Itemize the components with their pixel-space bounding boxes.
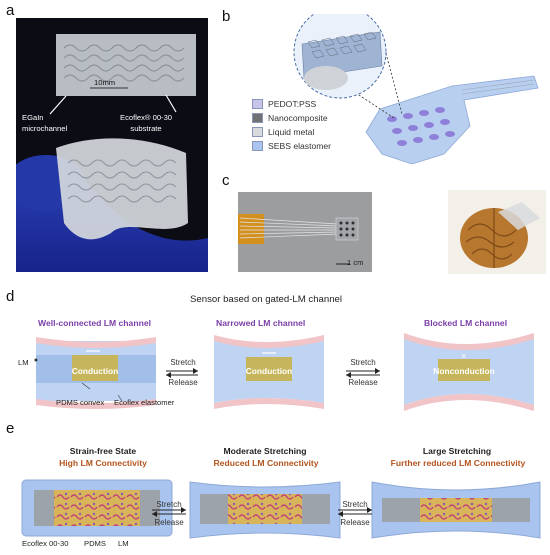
- e-arrow1-release: Release: [154, 518, 184, 527]
- panel-a-scale: 10mm: [94, 78, 116, 87]
- d-arrow1-release: Release: [168, 378, 198, 387]
- d-label-ecoflex: Ecoflex elastomer: [114, 398, 175, 407]
- panel-b-device-art: [293, 5, 539, 165]
- d-state-1-title: Well-connected LM channel: [38, 318, 152, 328]
- panel-b-illustration: [262, 5, 547, 165]
- d-label-lm: LM: [18, 358, 29, 367]
- panel-c-photo-device: [238, 192, 372, 272]
- panel-a-photo-art: [16, 34, 208, 272]
- egain-line-1: EGaIn: [22, 113, 44, 122]
- legend-item-sebs: SEBS elastomer: [252, 140, 331, 152]
- e-label-ecoflex: Ecoflex 00-30: [22, 539, 69, 548]
- legend-label-nanocomposite: Nanocomposite: [268, 113, 328, 123]
- d-arrow1-stretch: Stretch: [170, 358, 196, 367]
- panel-label-e: e: [6, 420, 15, 437]
- d-arrow2-stretch: Stretch: [350, 358, 376, 367]
- panel-label-a: a: [6, 2, 15, 19]
- legend-item-liquid-metal: Liquid metal: [252, 126, 331, 138]
- e-arrow1-stretch: Stretch: [156, 500, 182, 509]
- legend-swatch-nanocomposite: [252, 113, 263, 123]
- e-state-3-subtitle: Further reduced LM Connectivity: [390, 458, 526, 468]
- panel-a-photo: [16, 18, 208, 272]
- legend-label-pedot: PEDOT:PSS: [268, 99, 317, 109]
- panel-label-d: d: [6, 288, 15, 305]
- panel-label-c: c: [222, 172, 230, 189]
- d-state-3-title: Blocked LM channel: [424, 318, 508, 328]
- panel-b-legend: PEDOT:PSS Nanocomposite Liquid metal SEB…: [252, 98, 331, 154]
- e-state-3-title: Large Stretching: [422, 446, 492, 456]
- panel-d-title: Sensor based on gated-LM channel: [190, 294, 343, 305]
- panel-c-device-art: [238, 214, 359, 265]
- ecoflex-line-1: Ecoflex® 00-30: [120, 113, 173, 122]
- panel-c-photo-walnut: [448, 190, 546, 274]
- d-label-pdms-convex: PDMS convex: [56, 398, 105, 407]
- panel-e-art: [21, 479, 541, 539]
- egain-line-2: microchannel: [22, 124, 68, 133]
- e-label-lm: LM: [118, 539, 129, 548]
- d-arrow2-release: Release: [348, 378, 378, 387]
- legend-item-pedot: PEDOT:PSS: [252, 98, 331, 110]
- panel-d-art: ×: [34, 333, 534, 411]
- e-state-1-title: Strain-free State: [69, 446, 137, 456]
- e-state-1-subtitle: High LM Connectivity: [59, 458, 147, 468]
- panel-c-walnut-art: [460, 202, 540, 268]
- ecoflex-line-2: substrate: [130, 124, 162, 133]
- e-state-2-subtitle: Reduced LM Connectivity: [213, 458, 319, 468]
- d-state-3-label: Nonconduction: [433, 366, 495, 376]
- e-state-2-title: Moderate Stretching: [223, 446, 307, 456]
- legend-swatch-pedot: [252, 99, 263, 109]
- legend-swatch-sebs: [252, 141, 263, 151]
- egain-label: EGaIn microchannel: [22, 112, 67, 134]
- ecoflex-label: Ecoflex® 00-30 substrate: [120, 112, 172, 134]
- d-state-2-title: Narrowed LM channel: [216, 318, 306, 328]
- e-arrow2-release: Release: [340, 518, 370, 527]
- e-arrow2-stretch: Stretch: [342, 500, 368, 509]
- panel-label-b: b: [222, 8, 231, 25]
- legend-swatch-liquid-metal: [252, 127, 263, 137]
- svg-text:×: ×: [461, 351, 466, 361]
- legend-label-liquid-metal: Liquid metal: [268, 127, 315, 137]
- legend-item-nanocomposite: Nanocomposite: [252, 112, 331, 124]
- legend-label-sebs: SEBS elastomer: [268, 141, 332, 151]
- e-label-pdms: PDMS: [84, 539, 106, 548]
- d-state-2-label: Conduction: [245, 366, 293, 376]
- d-state-1-label: Conduction: [71, 366, 119, 376]
- panel-c-scale: 1 cm: [347, 258, 364, 267]
